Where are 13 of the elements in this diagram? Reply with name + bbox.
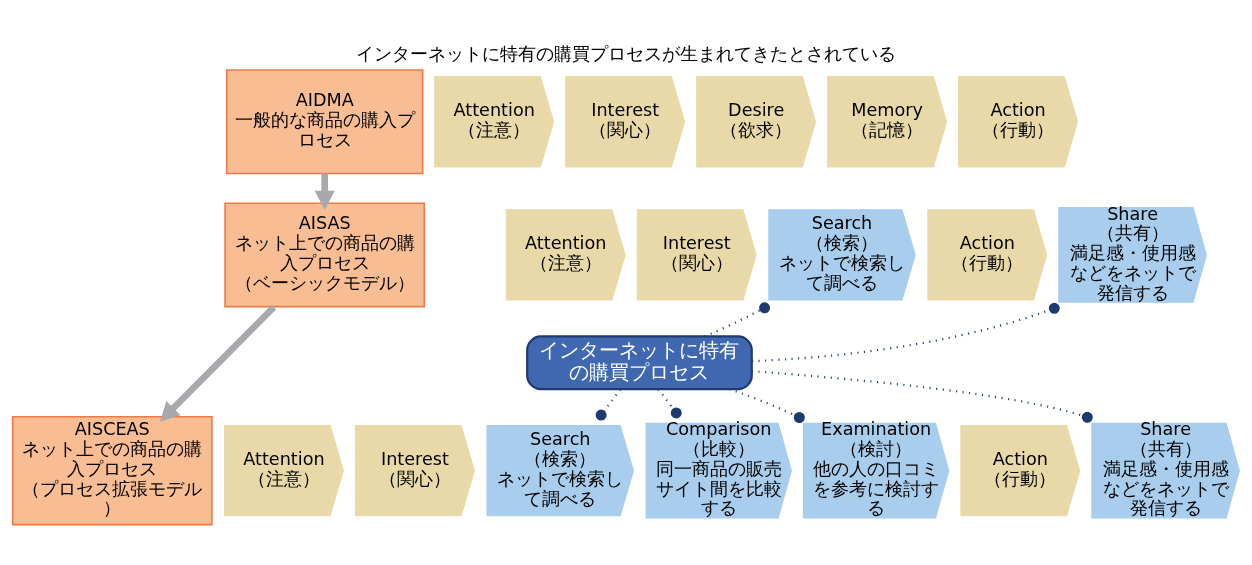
node-box: インターネットに特有の購買プロセス — [526, 334, 753, 390]
node-box: AIDMA 一般的な商品の購入プロセス — [225, 68, 424, 174]
connector — [752, 302, 1060, 362]
connector — [657, 388, 682, 418]
arrow — [314, 173, 335, 210]
diagram-title: インターネットに特有の購買プロセスが生まれてきたとされている — [356, 43, 896, 64]
connector — [751, 369, 1093, 423]
node-box: AISCEAS ネット上での商品の購入プロセス（プロセス拡張モデル） — [11, 415, 213, 525]
connector — [595, 388, 622, 421]
arrow — [159, 304, 277, 422]
connector — [729, 387, 805, 423]
node-box: AISAS ネット上での商品の購入プロセス（ベーシックモデル） — [224, 201, 426, 307]
connector — [704, 301, 771, 337]
